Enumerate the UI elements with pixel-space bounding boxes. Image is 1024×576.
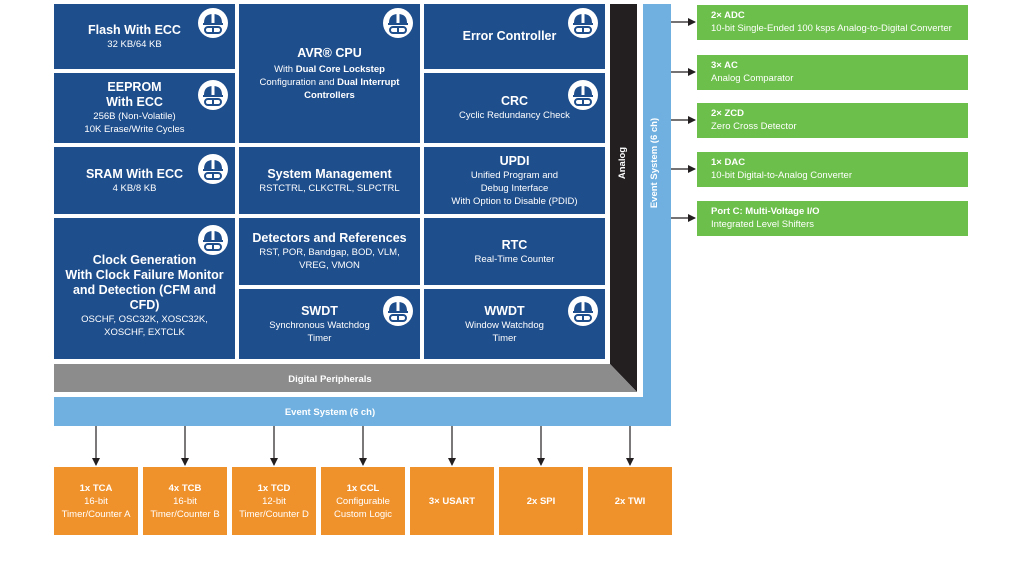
- twi-title: 2x TWI: [614, 495, 646, 507]
- ccl-sub: Configurable: [336, 495, 390, 507]
- crc-sub: Cyclic Redundancy Check: [459, 110, 570, 121]
- rtc-sub: Real-Time Counter: [474, 253, 555, 265]
- swdt-sub2: Timer: [307, 332, 332, 344]
- portc-block: Port C: Multi-Voltage I/O Integrated Lev…: [697, 201, 968, 236]
- sysmgmt-title: System Management: [267, 166, 392, 181]
- eeprom-sub2: 10K Erase/Write Cycles: [84, 124, 185, 135]
- portc-sub: Integrated Level Shifters: [711, 218, 814, 230]
- ac-block: 3× AC Analog Comparator: [697, 55, 968, 90]
- wwdt-sub: Window Watchdog: [465, 319, 544, 331]
- tcb-block: 4x TCB 16-bit Timer/Counter B: [143, 467, 227, 535]
- tcd-block: 1x TCD 12-bit Timer/Counter D: [232, 467, 316, 535]
- ccl-block: 1x CCL Configurable Custom Logic: [321, 467, 405, 535]
- ccl-sub2: Custom Logic: [333, 508, 393, 520]
- safety-helmet-goggles-icon: [383, 296, 413, 326]
- clock-title: Clock Generation: [92, 252, 197, 267]
- clock-sub2: XOSCHF, EXTCLK: [104, 326, 185, 338]
- rtc-title: RTC: [501, 237, 528, 252]
- tcd-sub: 12-bit: [262, 495, 286, 507]
- detectors-title: Detectors and References: [252, 231, 407, 245]
- error-ctrl-title: Error Controller: [462, 29, 557, 43]
- twi-block: 2x TWI: [588, 467, 672, 535]
- system-management-block: System Management RSTCTRL, CLKCTRL, SLPC…: [239, 147, 420, 214]
- safety-helmet-goggles-icon: [198, 80, 228, 110]
- tcb-sub: 16-bit: [173, 495, 197, 507]
- event-system-horizontal-label: Event System (6 ch): [284, 407, 376, 418]
- rtc-block: RTC Real-Time Counter: [424, 218, 605, 285]
- flash-sub: 32 KB/64 KB: [107, 38, 162, 50]
- digital-peripherals-label: Digital Peripherals: [288, 374, 372, 385]
- wwdt-block: WWDT Window Watchdog Timer: [424, 289, 605, 359]
- sram-sub: 4 KB/8 KB: [112, 182, 157, 194]
- adc-sub: 10-bit Single-Ended 100 ksps Analog-to-D…: [711, 22, 952, 34]
- tcb-sub2: Timer/Counter B: [150, 508, 220, 520]
- updi-block: UPDI Unified Program and Debug Interface…: [424, 147, 605, 214]
- spi-block: 2x SPI: [499, 467, 583, 535]
- safety-helmet-goggles-icon: [568, 8, 598, 38]
- dac-sub: 10-bit Digital-to-Analog Converter: [711, 169, 852, 181]
- cpu-title: AVR® CPU: [297, 45, 362, 60]
- ac-sub: Analog Comparator: [711, 72, 794, 84]
- portc-title: Port C: Multi-Voltage I/O: [711, 206, 820, 217]
- sysmgmt-sub: RSTCTRL, CLKCTRL, SLPCTRL: [259, 182, 400, 194]
- clock-title2: With Clock Failure Monitor: [65, 267, 224, 282]
- wwdt-title: WWDT: [484, 303, 525, 318]
- tca-block: 1x TCA 16-bit Timer/Counter A: [54, 467, 138, 535]
- safety-helmet-goggles-icon: [198, 225, 228, 255]
- swdt-title: SWDT: [301, 303, 338, 318]
- zcd-sub: Zero Cross Detector: [711, 120, 797, 132]
- clock-title3: and Detection (CFM and CFD): [72, 282, 217, 312]
- swdt-sub: Synchronous Watchdog: [269, 319, 370, 331]
- zcd-title: 2× ZCD: [711, 108, 744, 119]
- spi-title: 2x SPI: [526, 495, 556, 507]
- usart-block: 3× USART: [410, 467, 494, 535]
- tca-sub2: Timer/Counter A: [61, 508, 131, 520]
- dac-title: 1× DAC: [711, 157, 746, 168]
- dac-block: 1× DAC 10-bit Digital-to-Analog Converte…: [697, 152, 968, 187]
- adc-block: 2× ADC 10-bit Single-Ended 100 ksps Anal…: [697, 5, 968, 40]
- analog-bar: [610, 4, 637, 392]
- crc-title: CRC: [500, 94, 529, 108]
- detectors-block: Detectors and References RST, POR, Bandg…: [239, 218, 420, 285]
- tcd-title: 1x TCD: [257, 482, 291, 494]
- updi-sub2: Debug Interface: [480, 182, 549, 194]
- wwdt-sub2: Timer: [492, 332, 517, 344]
- clock-sub: OSCHF, OSC32K, XOSC32K,: [81, 313, 208, 325]
- eeprom-title2: With ECC: [106, 95, 163, 109]
- adc-title: 2× ADC: [711, 10, 745, 21]
- safety-helmet-goggles-icon: [568, 80, 598, 110]
- safety-helmet-goggles-icon: [568, 296, 598, 326]
- tcb-title: 4x TCB: [168, 482, 202, 494]
- zcd-block: 2× ZCD Zero Cross Detector: [697, 103, 968, 138]
- usart-title: 3× USART: [428, 495, 476, 507]
- detectors-sub2: VREG, VMON: [299, 260, 360, 271]
- eeprom-title: EEPROM: [107, 80, 162, 94]
- updi-sub3: With Option to Disable (PDID): [451, 195, 578, 207]
- flash-title: Flash With ECC: [88, 22, 181, 37]
- ccl-title: 1x CCL: [346, 482, 380, 494]
- cpu-sub: With Dual Core Lockstep Configuration an…: [259, 63, 400, 101]
- safety-helmet-goggles-icon: [198, 8, 228, 38]
- updi-sub: Unified Program and: [470, 169, 559, 181]
- tca-title: 1x TCA: [79, 482, 113, 494]
- safety-helmet-goggles-icon: [383, 8, 413, 38]
- tca-sub: 16-bit: [84, 495, 108, 507]
- tcd-sub2: Timer/Counter D: [239, 508, 309, 520]
- ac-title: 3× AC: [711, 60, 738, 71]
- sram-title: SRAM With ECC: [85, 166, 184, 181]
- detectors-sub: RST, POR, Bandgap, BOD, VLM,: [259, 247, 400, 258]
- updi-title: UPDI: [499, 153, 530, 168]
- eeprom-sub: 256B (Non-Volatile): [93, 111, 176, 122]
- safety-helmet-goggles-icon: [198, 154, 228, 184]
- digital-peripherals-bar: [54, 364, 637, 392]
